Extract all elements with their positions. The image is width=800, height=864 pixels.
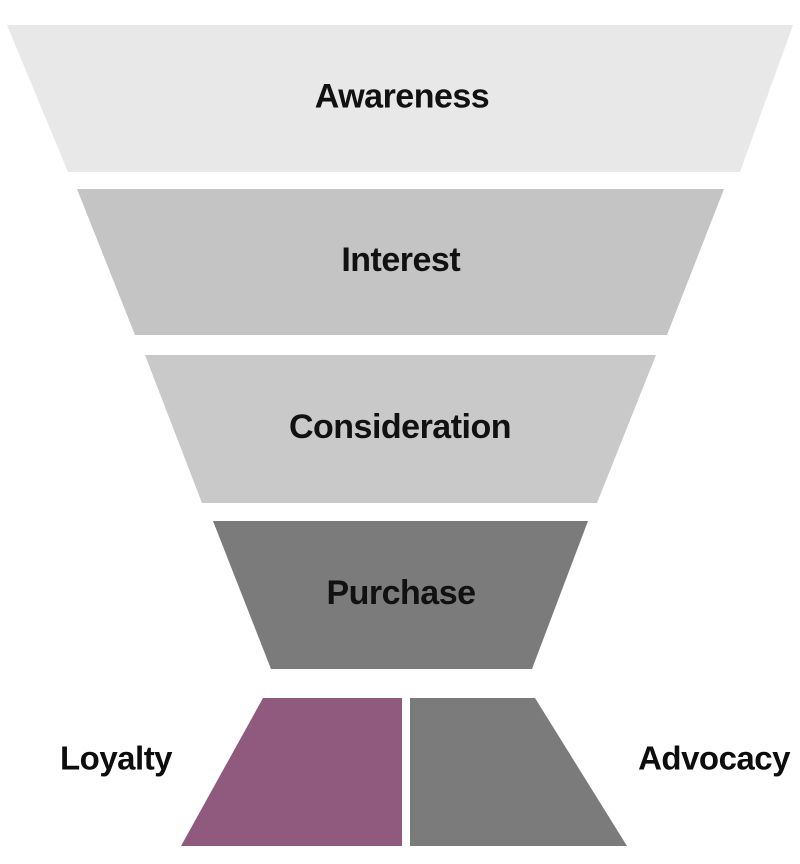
funnel-stage-loyalty[interactable]: Loyalty: [60, 698, 402, 846]
funnel-stage-advocacy[interactable]: Advocacy: [410, 698, 792, 846]
interest-label: Interest: [341, 241, 460, 279]
consideration-label: Consideration: [289, 408, 511, 446]
awareness-label: Awareness: [315, 77, 489, 115]
funnel-stage-interest[interactable]: Interest: [77, 189, 724, 335]
funnel-stage-awareness[interactable]: Awareness: [7, 25, 793, 172]
funnel-stage-consideration[interactable]: Consideration: [145, 355, 656, 503]
consideration-shape[interactable]: [145, 355, 656, 503]
funnel-stage-purchase[interactable]: Purchase: [213, 521, 588, 669]
purchase-shape[interactable]: [213, 521, 588, 669]
advocacy-label: Advocacy: [638, 740, 791, 777]
interest-shape[interactable]: [77, 189, 724, 335]
advocacy-shape[interactable]: [410, 698, 627, 846]
awareness-shape[interactable]: [7, 25, 793, 172]
loyalty-label: Loyalty: [60, 740, 173, 777]
purchase-label: Purchase: [326, 574, 475, 612]
loyalty-shape[interactable]: [181, 698, 402, 846]
